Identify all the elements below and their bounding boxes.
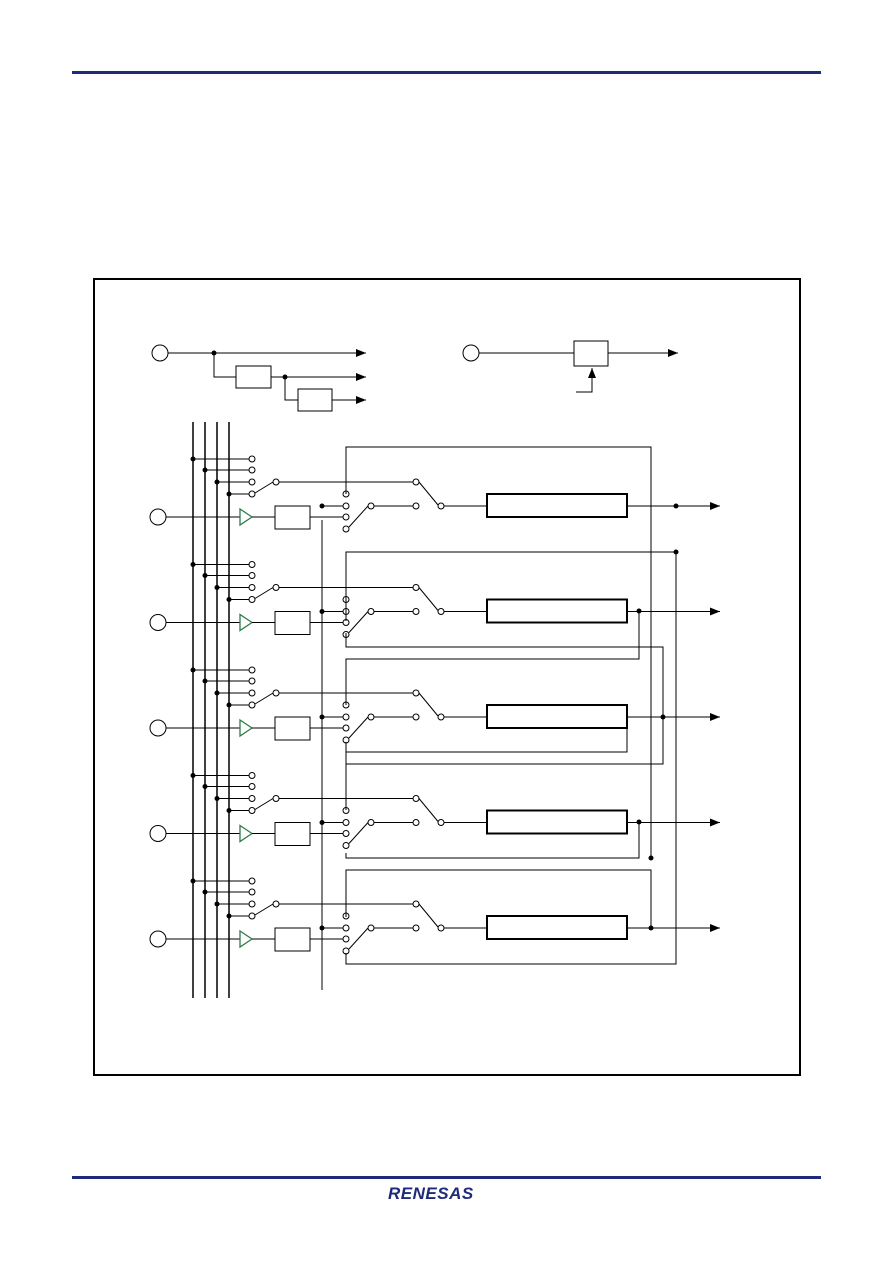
- clock-buses: [192, 422, 323, 998]
- edge-detect-block: [274, 927, 311, 952]
- input-buffer-icon: [239, 929, 254, 949]
- clock-input-pin: [151, 344, 169, 362]
- channel-interconnect: [345, 446, 679, 965]
- channel-input-pin: [149, 825, 167, 842]
- channel-input-pin: [149, 508, 167, 526]
- latch-block: [573, 340, 609, 367]
- edge-detect-block: [274, 505, 311, 530]
- channel-0: [149, 455, 720, 533]
- edge-detect-block: [274, 716, 311, 741]
- channel-3: [149, 772, 720, 849]
- input-buffer-icon: [239, 613, 254, 632]
- input-buffer-icon: [239, 507, 254, 527]
- input-buffer-icon: [239, 718, 254, 738]
- divider-block-2: [297, 388, 333, 412]
- counter-block: [486, 704, 628, 729]
- channel-input-pin: [149, 719, 167, 737]
- edge-detect-block: [274, 822, 311, 846]
- footer-rule: [72, 1176, 821, 1179]
- latch-section: [462, 340, 678, 393]
- clock-divider-section: [151, 344, 366, 412]
- channel-input-pin: [149, 614, 167, 631]
- input-buffer-icon: [239, 824, 254, 843]
- counter-block: [486, 598, 628, 624]
- diagram-frame: [93, 278, 801, 1076]
- counter-block: [486, 809, 628, 835]
- channel-input-pin: [149, 930, 167, 948]
- edge-detect-block: [274, 611, 311, 635]
- channel-1: [149, 561, 720, 638]
- counter-block: [486, 915, 628, 940]
- header-rule: [72, 71, 821, 74]
- channel-2: [149, 666, 720, 744]
- latch-input-pin: [462, 344, 480, 362]
- channel-4: [149, 877, 720, 955]
- renesas-logo: RENESAS: [388, 1184, 474, 1203]
- divider-block-1: [235, 365, 272, 389]
- counter-block: [486, 493, 628, 518]
